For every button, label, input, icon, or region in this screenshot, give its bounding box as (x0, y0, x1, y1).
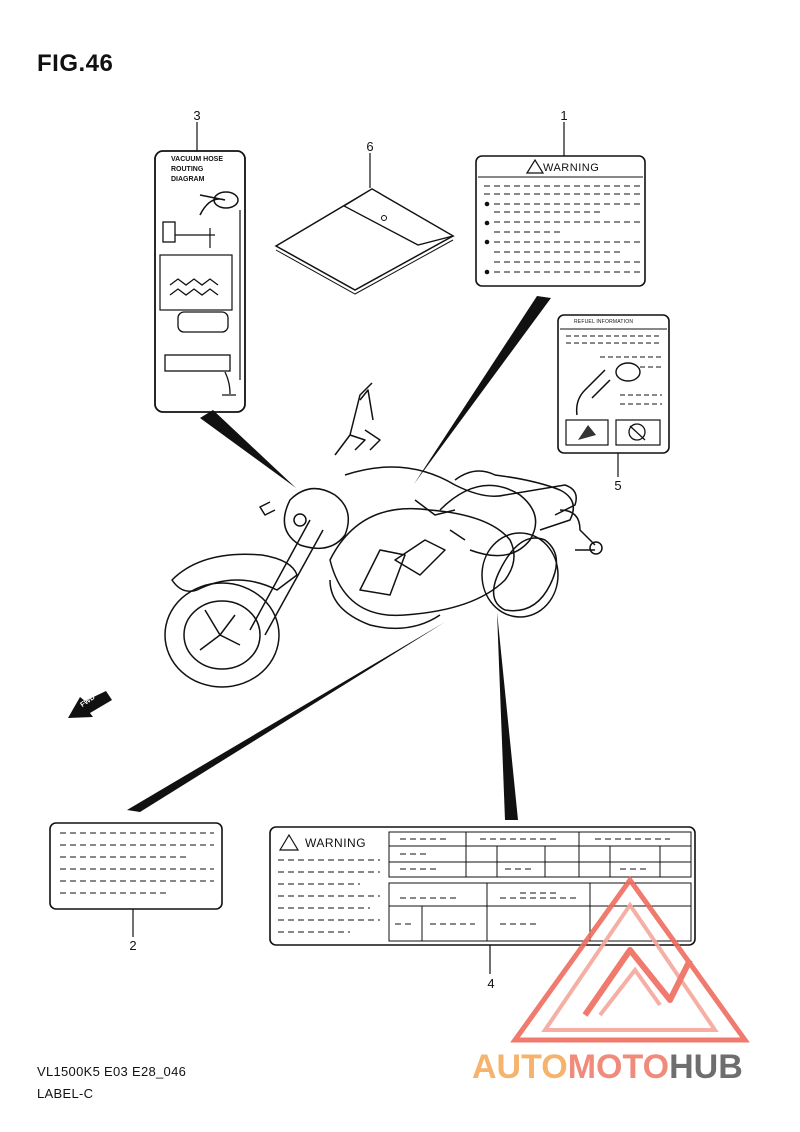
callout-3: 3 (193, 108, 201, 123)
warning-label-4-text: WARNING (305, 836, 367, 850)
vacuum-hose-label[interactable] (154, 150, 246, 413)
leader-lines (127, 296, 551, 820)
callout-5: 5 (614, 478, 622, 493)
refuel-info-text: REFUEL INFORMATION (574, 319, 634, 325)
sheet-label[interactable] (274, 188, 455, 295)
motorcycle-illustration (164, 382, 603, 688)
callout-4: 4 (487, 976, 495, 991)
brand-part-auto: AUTO (472, 1048, 568, 1086)
vacuum-hose-line3: DIAGRAM (171, 176, 205, 183)
brand-part-hub: HUB (669, 1048, 743, 1086)
callout-leaders (132, 122, 619, 974)
model-code: VL1500K5 E03 E28_046 (37, 1064, 187, 1079)
label-2[interactable] (49, 822, 223, 910)
vacuum-hose-line2: ROUTING (171, 166, 204, 173)
watermark-brand: AUTOMOTOHUB (472, 1048, 743, 1087)
vacuum-hose-text: VACUUM HOSE ROUTING DIAGRAM (171, 155, 223, 185)
callout-6: 6 (366, 139, 374, 154)
callout-2: 2 (129, 938, 137, 953)
figure-subtitle: LABEL-C (37, 1086, 94, 1101)
fwd-arrow-icon (68, 691, 112, 718)
vacuum-hose-line1: VACUUM HOSE (171, 156, 223, 163)
warning-label-1-text: WARNING (543, 162, 600, 174)
automotohub-logo (510, 875, 750, 1043)
warning-label-4[interactable] (269, 826, 696, 946)
warning-label-1[interactable] (475, 155, 646, 287)
figure-title: FIG.46 (37, 50, 114, 77)
refuel-info-label[interactable] (557, 314, 670, 454)
brand-part-moto: MOTO (567, 1048, 670, 1086)
callout-1: 1 (560, 108, 568, 123)
